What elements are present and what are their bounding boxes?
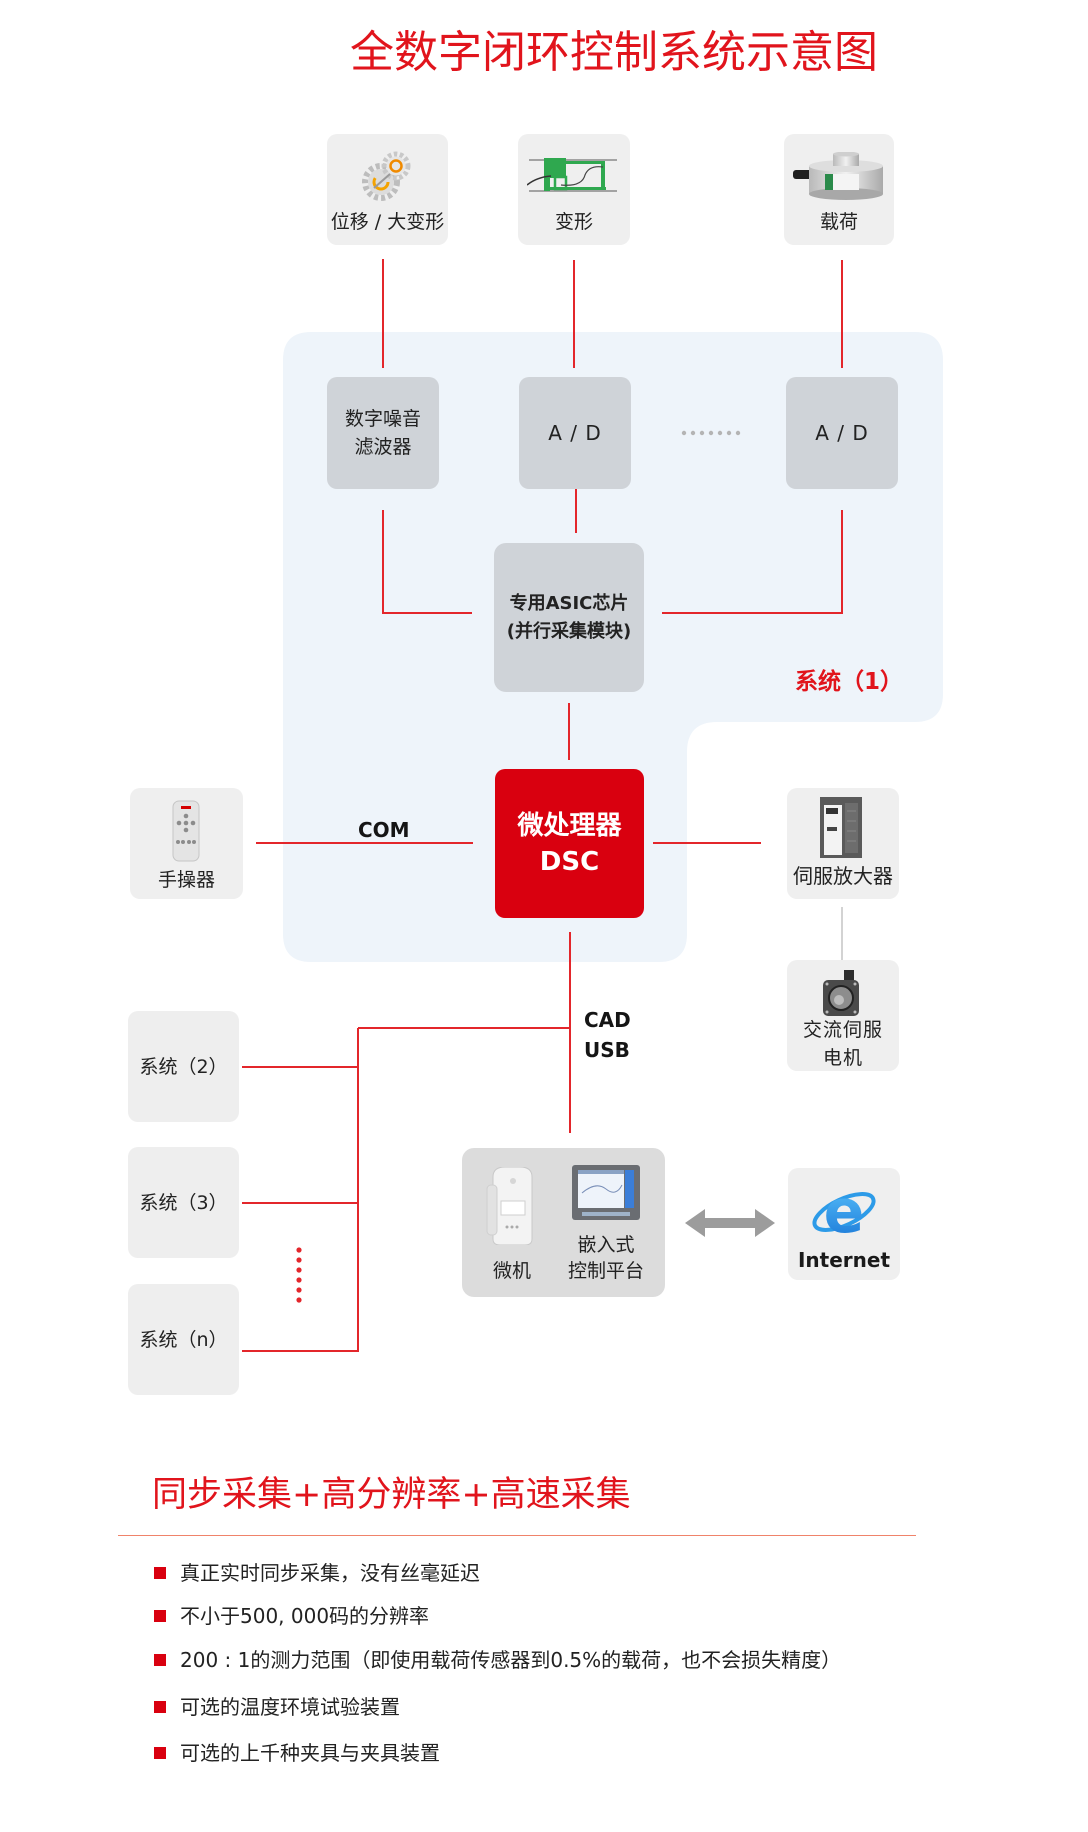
gear-icon xyxy=(362,151,411,201)
bus-label-cad: CAD xyxy=(584,1008,631,1032)
feature-text: 真正实时同步采集，没有丝毫延迟 xyxy=(180,1561,480,1585)
sensor-strain: 变形 xyxy=(518,134,630,245)
features-heading: 同步采集+高分辨率+高速采集 xyxy=(152,1475,631,1515)
ellipsis-dot xyxy=(699,430,705,436)
remote-control-icon xyxy=(172,800,200,862)
embedded-monitor-icon xyxy=(572,1165,640,1220)
ellipsis-dot xyxy=(296,1277,302,1283)
feature-item: 真正实时同步采集，没有丝毫延迟 xyxy=(154,1561,954,1585)
system-n: 系统（n） xyxy=(128,1284,239,1395)
feature-text: 可选的上千种夹具与夹具装置 xyxy=(180,1741,440,1765)
ad-label: A / D xyxy=(815,421,869,445)
feature-text: 200 : 1的测力范围（即使用载荷传感器到0.5%的载荷，也不会损失精度） xyxy=(180,1648,842,1672)
bullet-square-icon xyxy=(154,1567,166,1579)
feature-item: 200 : 1的测力范围（即使用载荷传感器到0.5%的载荷，也不会损失精度） xyxy=(154,1648,954,1672)
bullet-square-icon xyxy=(154,1747,166,1759)
bus-label-usb: USB xyxy=(584,1038,630,1062)
system-3: 系统（3） xyxy=(128,1147,239,1258)
pc-label: 微机 xyxy=(492,1260,531,1282)
feature-text: 可选的温度环境试验装置 xyxy=(180,1695,400,1719)
ellipsis-dot xyxy=(717,430,723,436)
ad-converter-2: A / D xyxy=(786,377,898,489)
bidirectional-arrow-icon xyxy=(685,1209,775,1237)
ellipsis-dot xyxy=(735,430,741,436)
ellipsis-dot xyxy=(296,1267,302,1273)
pc-tower-icon xyxy=(486,1167,533,1245)
microprocessor-dsc: 微处理器 DSC xyxy=(495,769,644,918)
control-platform: 微机 嵌入式 控制平台 xyxy=(462,1148,665,1297)
ellipsis-dot xyxy=(296,1247,302,1253)
ellipsis-dot xyxy=(296,1287,302,1293)
extensometer-icon xyxy=(527,158,617,192)
vertical-ellipsis-dots xyxy=(296,1247,302,1303)
sensor-label: 位移 / 大变形 xyxy=(330,211,445,233)
system-label: 系统（2） xyxy=(139,1055,228,1078)
servo-amplifier-icon xyxy=(820,797,862,858)
internet: e Internet xyxy=(788,1168,900,1280)
feature-item: 可选的温度环境试验装置 xyxy=(154,1695,954,1719)
filter-label-line: 滤波器 xyxy=(354,436,412,458)
ad-label: A / D xyxy=(548,421,602,445)
ellipsis-dot xyxy=(681,430,687,436)
ad-converter-1: A / D xyxy=(519,377,631,489)
handset-label: 手操器 xyxy=(157,869,215,891)
servo-amplifier: 伺服放大器 xyxy=(787,788,899,899)
sensor-load: 载荷 xyxy=(784,134,894,245)
asic-chip: 专用ASIC芯片 (并行采集模块) xyxy=(494,543,644,692)
sensor-displacement: 位移 / 大变形 xyxy=(327,134,448,245)
processor-label-line: 微处理器 xyxy=(517,810,622,841)
system-label: 系统（n） xyxy=(139,1328,228,1351)
features-divider xyxy=(118,1535,916,1536)
servo-motor-icon xyxy=(823,970,859,1016)
digital-noise-filter: 数字噪音 滤波器 xyxy=(327,377,439,489)
load-cell-icon xyxy=(793,152,883,200)
svg-text:e: e xyxy=(824,1182,865,1242)
feature-item: 可选的上千种夹具与夹具装置 xyxy=(154,1741,954,1765)
handset-controller: 手操器 xyxy=(130,788,243,899)
servo-amplifier-label: 伺服放大器 xyxy=(793,864,893,888)
line-filter-to-asic xyxy=(382,510,472,614)
system-1-label: 系统（1） xyxy=(795,669,904,695)
servo-motor-label-line: 电机 xyxy=(822,1047,863,1069)
ac-servo-motor: 交流伺服 电机 xyxy=(787,960,899,1071)
asic-label-line: 专用ASIC芯片 xyxy=(509,592,629,614)
line-ad2-to-asic xyxy=(662,510,843,614)
processor-label-line: DSC xyxy=(539,846,600,877)
filter-label-line: 数字噪音 xyxy=(344,408,421,430)
ellipsis-dot xyxy=(690,430,696,436)
ellipsis-dot xyxy=(708,430,714,436)
com-label: COM xyxy=(358,818,410,842)
diagram-title: 全数字闭环控制系统示意图 xyxy=(350,27,878,78)
horizontal-ellipsis-dots xyxy=(681,430,741,436)
bullet-square-icon xyxy=(154,1701,166,1713)
bullet-square-icon xyxy=(154,1610,166,1622)
asic-label-line: (并行采集模块) xyxy=(506,620,632,642)
system-label: 系统（3） xyxy=(139,1191,228,1214)
feature-item: 不小于500, 000码的分辨率 xyxy=(154,1604,954,1628)
ellipsis-dot xyxy=(296,1297,302,1303)
sensor-label: 载荷 xyxy=(819,211,858,233)
ellipsis-dot xyxy=(296,1257,302,1263)
system-2: 系统（2） xyxy=(128,1011,239,1122)
internet-label: Internet xyxy=(797,1248,891,1272)
embedded-label-line: 嵌入式 xyxy=(577,1234,635,1256)
ellipsis-dot xyxy=(726,430,732,436)
sensor-label: 变形 xyxy=(554,211,593,233)
bullet-square-icon xyxy=(154,1654,166,1666)
embedded-label-line: 控制平台 xyxy=(567,1260,644,1282)
feature-text: 不小于500, 000码的分辨率 xyxy=(180,1604,430,1628)
internet-explorer-icon: e xyxy=(812,1182,876,1242)
servo-motor-label-line: 交流伺服 xyxy=(802,1019,883,1041)
